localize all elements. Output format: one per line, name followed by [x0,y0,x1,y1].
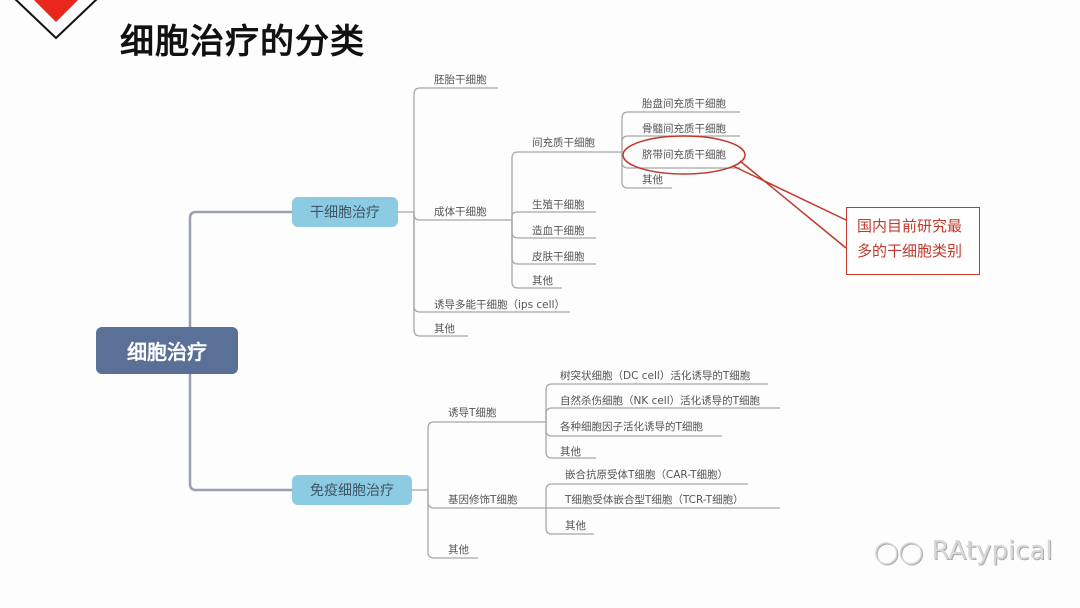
node-embryonic-stem[interactable]: 胚胎干细胞 [434,74,487,86]
watermark: ◯◯ RAtypical [874,536,1053,566]
callout-box: 国内目前研究最 多的干细胞类别 [846,207,980,275]
node-tcr-t[interactable]: T细胞受体嵌合型T细胞（TCR-T细胞） [565,494,744,506]
callout-line-1: 国内目前研究最 [857,217,963,235]
node-ips-cell[interactable]: 诱导多能干细胞（ips cell） [434,299,565,311]
wechat-icon: ◯◯ [874,540,924,565]
root-node-cell-therapy[interactable]: 细胞治疗 [96,327,238,374]
node-msc-other[interactable]: 其他 [642,174,663,186]
node-skin-stem[interactable]: 皮肤干细胞 [532,251,585,263]
node-bone-marrow-msc[interactable]: 骨髓间充质干细胞 [642,123,726,135]
callout-line-2: 多的干细胞类别 [857,242,963,260]
node-immune-cell-therapy[interactable]: 免疫细胞治疗 [292,475,412,505]
node-induced-t[interactable]: 诱导T细胞 [448,407,497,419]
node-cytokine-t[interactable]: 各种细胞因子活化诱导的T细胞 [560,421,703,433]
node-immune-other[interactable]: 其他 [448,544,469,556]
node-germ-stem[interactable]: 生殖干细胞 [532,199,585,211]
node-nk-t[interactable]: 自然杀伤细胞（NK cell）活化诱导的T细胞 [560,395,761,407]
node-adult-other[interactable]: 其他 [532,275,553,287]
watermark-text: RAtypical [931,536,1053,566]
page-title: 细胞治疗的分类 [120,22,365,62]
node-dc-t[interactable]: 树突状细胞（DC cell）活化诱导的T细胞 [560,370,751,382]
node-induced-other[interactable]: 其他 [560,446,581,458]
node-placenta-msc[interactable]: 胎盘间充质干细胞 [642,98,726,110]
node-gene-other[interactable]: 其他 [565,520,586,532]
node-gene-modified-t[interactable]: 基因修饰T细胞 [448,494,518,506]
node-stem-cell-therapy[interactable]: 干细胞治疗 [292,197,398,227]
node-car-t[interactable]: 嵌合抗原受体T细胞（CAR-T细胞） [565,469,729,481]
node-hematopoietic-stem[interactable]: 造血干细胞 [532,225,585,237]
node-mesenchymal-stem[interactable]: 间充质干细胞 [532,137,595,149]
node-stem-other[interactable]: 其他 [434,323,455,335]
node-adult-stem[interactable]: 成体干细胞 [434,206,487,218]
node-umbilical-msc[interactable]: 脐带间充质干细胞 [642,149,726,161]
logo-diamond-icon [14,0,98,40]
